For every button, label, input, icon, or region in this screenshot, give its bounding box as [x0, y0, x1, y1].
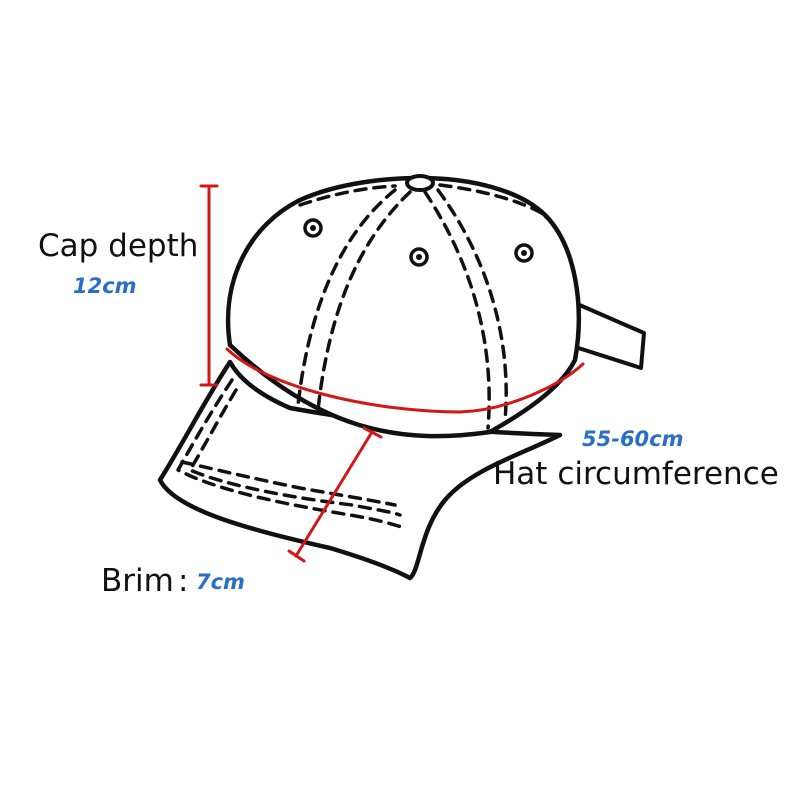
circumference-measure-curve [225, 347, 585, 414]
brim-label: Brim [101, 563, 174, 599]
brim-value: 7cm [196, 570, 245, 594]
crown-outline [225, 175, 581, 439]
cap-depth-value: 12cm [73, 274, 137, 298]
brim-bottom-tick [287, 549, 306, 563]
circumference-label: Hat circumference [493, 456, 779, 492]
brim-top-tick [362, 426, 383, 439]
brim-measure-line [294, 430, 374, 558]
circumference-value: 55-60cm [582, 427, 684, 451]
back-strap [567, 301, 646, 370]
top-button [405, 174, 435, 192]
brim-separator: : [178, 563, 189, 599]
cap-depth-label: Cap depth [38, 228, 199, 264]
